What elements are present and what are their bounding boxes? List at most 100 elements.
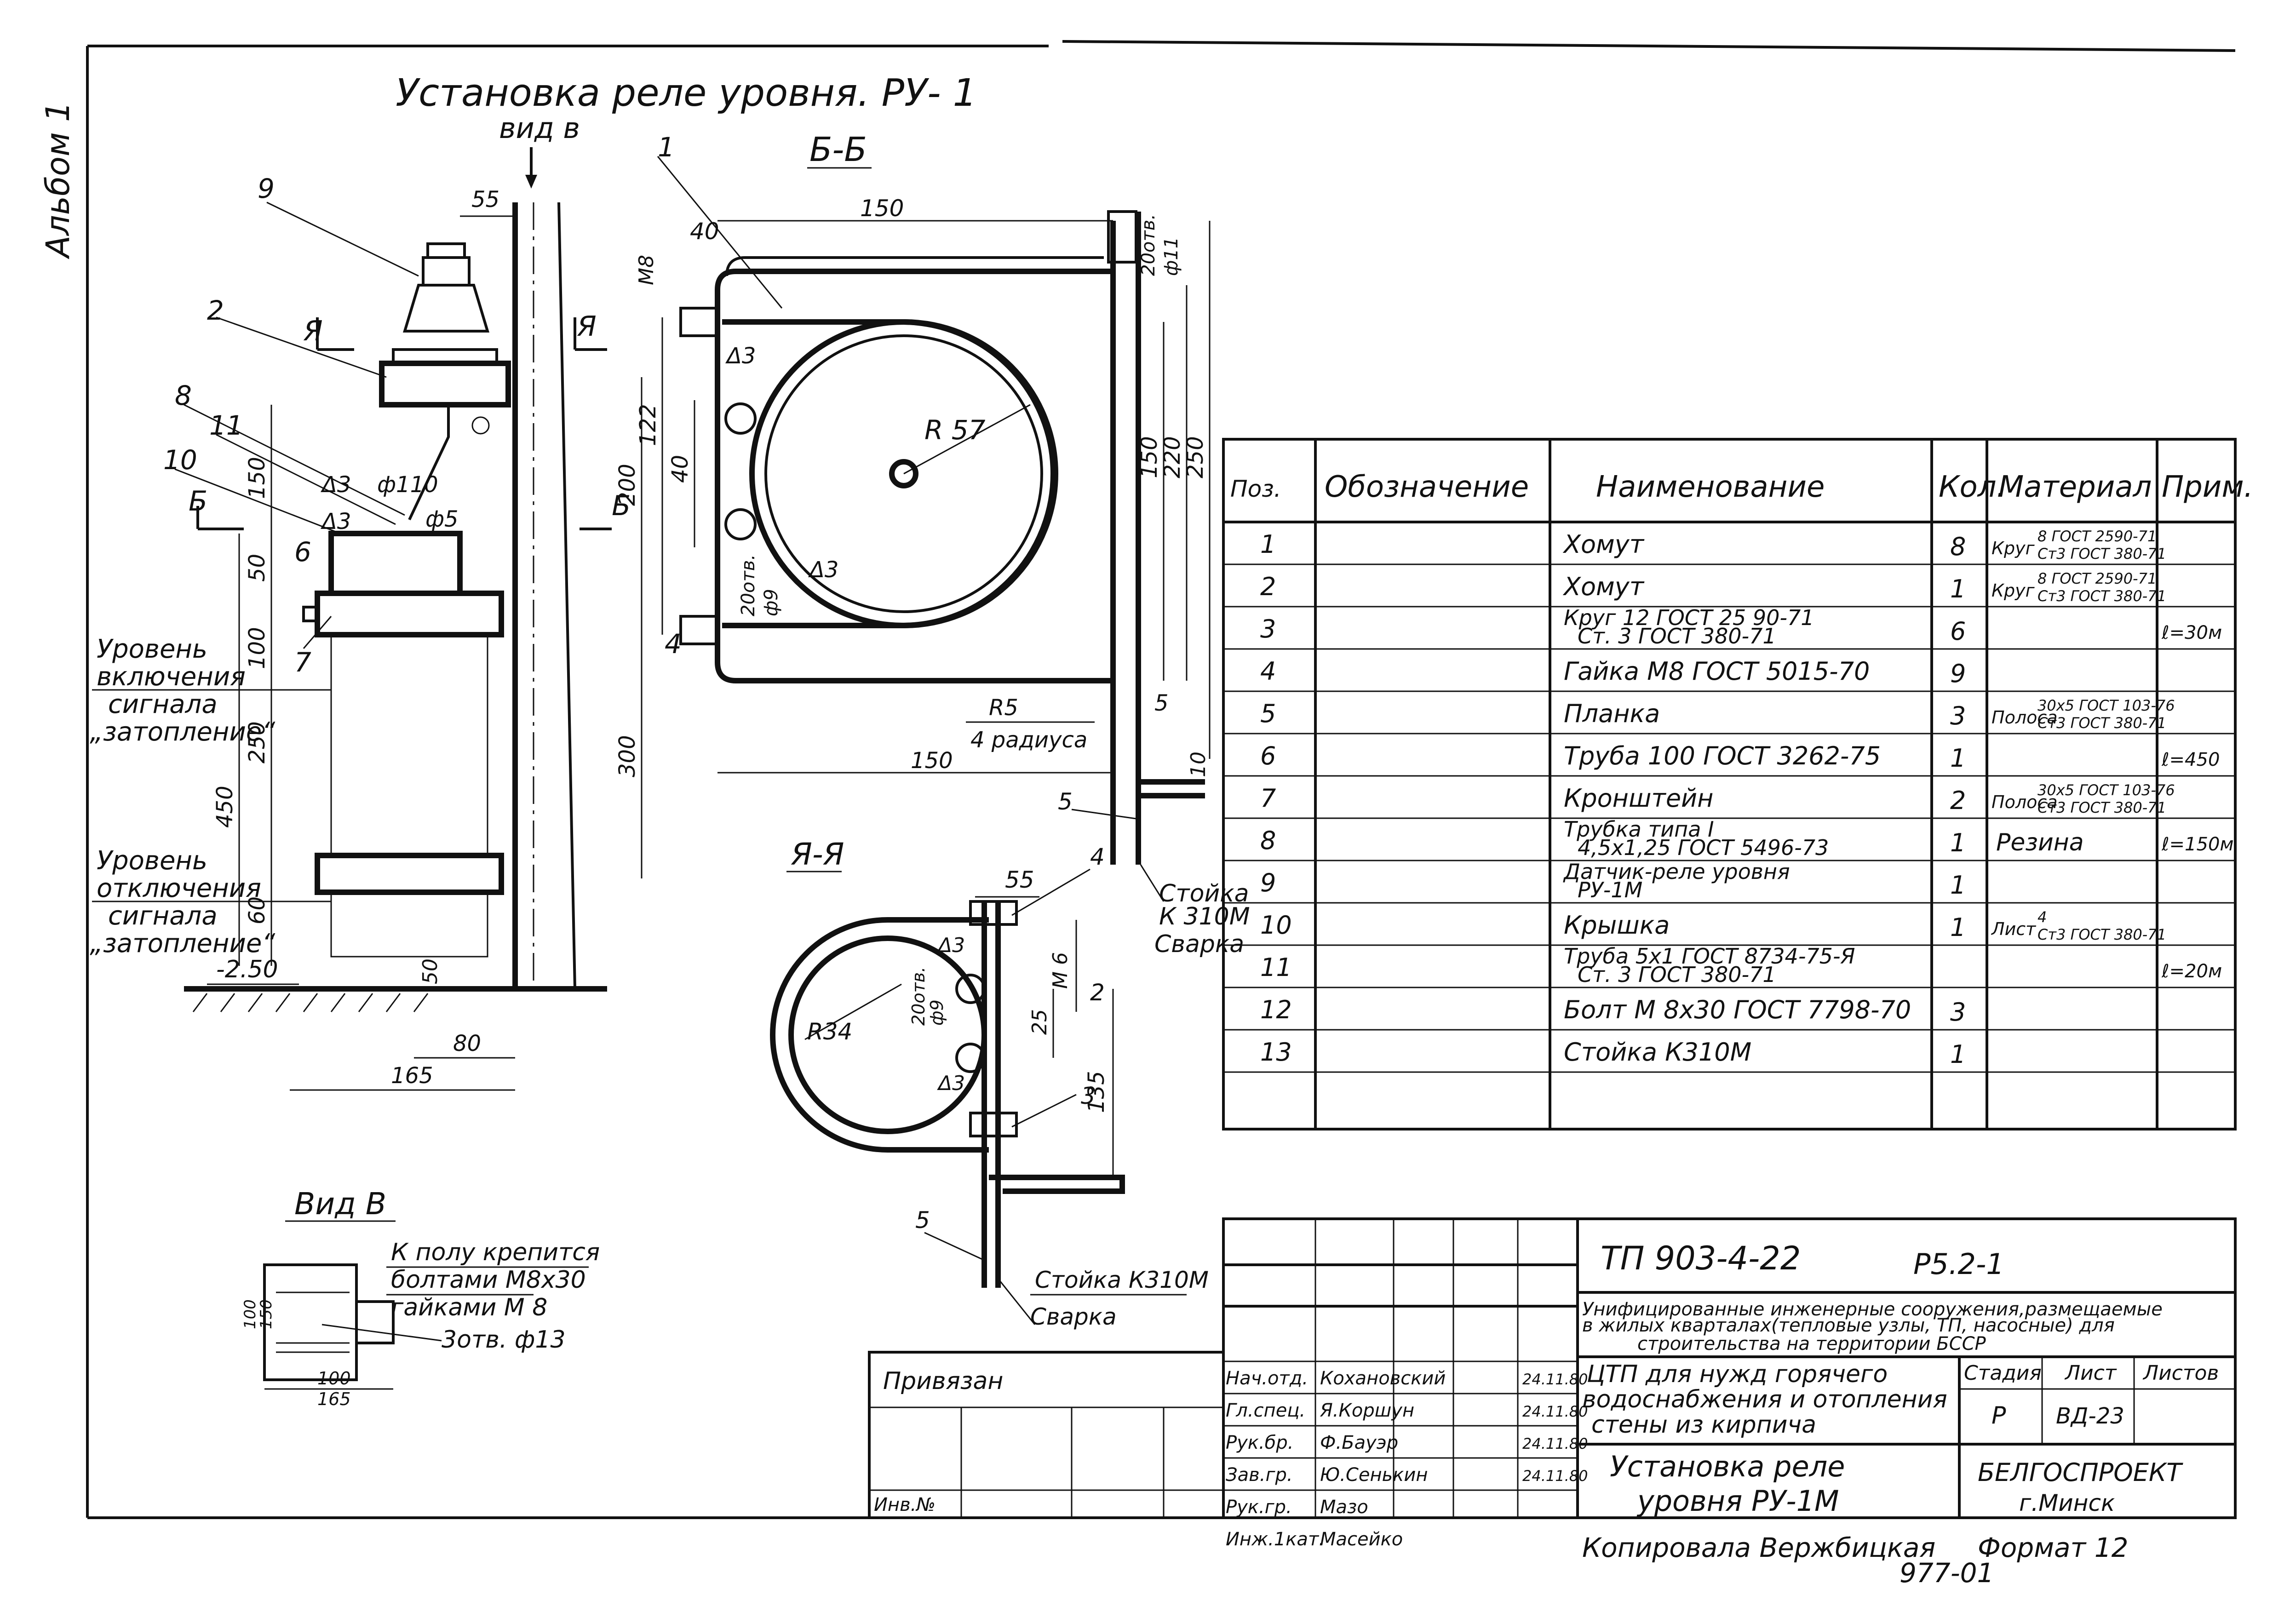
bb-dim-220: 220 [1159, 436, 1185, 478]
view-v-dim-165: 165 [317, 1389, 351, 1409]
dim-phi5: ф5 [425, 506, 459, 532]
spec-row-mat: Полоса [1992, 792, 2058, 812]
bb-dim-delta3a: Δ3 [725, 343, 756, 369]
spec-row-name-cont: Ст. 3 ГОСТ 380-71 [1578, 624, 1776, 648]
sheet-code: Р5.2-1 [1913, 1247, 2004, 1281]
bb-dim-m8: М8 [635, 255, 658, 285]
bb-label-post-type: К 310М [1159, 903, 1250, 930]
spec-row-qty: 3 [1950, 701, 1966, 730]
spec-row-pos: 5 [1260, 699, 1276, 728]
aa-dim-r34: R34 [807, 1018, 852, 1045]
dim-150: 150 [244, 457, 270, 499]
bb-callout-5: 5 [1058, 788, 1073, 815]
bb-dim-40b: 40 [667, 455, 693, 483]
spec-row-qty: 1 [1950, 574, 1966, 603]
elevation-mark: -2.50 [216, 956, 278, 983]
spec-row-name-cont: 4,5х1,25 ГОСТ 5496-73 [1578, 835, 1829, 860]
aa-dim-delta3a: Δ3 [937, 934, 965, 957]
bb-callout-1: 1 [658, 132, 675, 163]
off-level-2: отключения [97, 873, 261, 903]
aa-callout-5: 5 [915, 1207, 930, 1234]
spec-row-qty: 1 [1950, 744, 1966, 773]
dim-300: 300 [614, 735, 640, 777]
bound-label: Привязан [883, 1367, 1003, 1395]
bb-dim-150-bottom: 150 [911, 748, 953, 774]
dim-80: 80 [453, 1031, 481, 1056]
footer-copied: Копировала Вержбицкая [1582, 1532, 1935, 1563]
aa-callout-3: 3 [1081, 1083, 1096, 1109]
spec-row-note: ℓ=20м [2161, 961, 2222, 982]
spec-row-name: Труба 5х1 ГОСТ 8734-75-Я [1564, 944, 1855, 969]
project-line-3: строительства на территории БССР [1637, 1333, 1986, 1354]
dim-50b: 50 [419, 958, 442, 984]
spec-row-mat-c: Ст3 ГОСТ 380-71 [2037, 926, 2166, 943]
aa-dim-delta3b: Δ3 [937, 1072, 965, 1095]
footer-number: 977-01 [1900, 1557, 1994, 1589]
staff-date: 24.11.80 [1522, 1435, 1588, 1452]
bb-dim-r5: R5 [989, 695, 1018, 721]
staff-name: Ф.Бауэр [1320, 1432, 1398, 1453]
aa-dim-phi9: ф9 [927, 999, 947, 1026]
spec-row-mat-c: Ст3 ГОСТ 380-71 [2037, 714, 2166, 732]
spec-row-qty: 1 [1950, 828, 1966, 857]
spec-row-name: Хомут [1562, 572, 1645, 601]
section-bb-title: Б-Б [809, 130, 867, 169]
spec-row-name: Датчик-реле уровня [1563, 859, 1790, 884]
spec-row-mat: Резина [1996, 829, 2084, 856]
project-code: ТП 903-4-22 [1601, 1240, 1801, 1277]
staff-role: Инж.1кат. [1226, 1529, 1325, 1550]
spec-row-name: Болт М 8х30 ГОСТ 7798-70 [1564, 995, 1911, 1024]
spec-row-pos: 7 [1260, 784, 1276, 813]
spec-row-qty: 9 [1950, 659, 1966, 688]
cut-a-left: Я [303, 315, 323, 347]
spec-row-qty: 8 [1950, 532, 1966, 561]
spec-row-note: ℓ=30м [2161, 622, 2222, 643]
view-v-dim-100b: 100 [317, 1368, 351, 1389]
section-aa-title: Я-Я [791, 837, 844, 872]
dim-250: 250 [244, 721, 270, 763]
spec-row-mat-b: 4 [2037, 908, 2047, 926]
aa-dim-holes: 20отв. [908, 967, 929, 1026]
callout-11: 11 [209, 410, 243, 441]
project-line-2: в жилых кварталах(тепловые узлы, ТП, нас… [1582, 1315, 2115, 1336]
bb-dim-40: 40 [690, 218, 719, 245]
bb-dim-250: 250 [1182, 436, 1208, 478]
bb-dim-150-v: 150 [1136, 436, 1162, 478]
spec-row-mat-b: 30х5 ГОСТ 103-76 [2037, 697, 2175, 714]
spec-row-pos: 12 [1260, 995, 1292, 1024]
spec-header-4: Материал [1998, 470, 2152, 504]
spec-row-qty: 1 [1950, 871, 1966, 900]
spec-row-name: Трубка типа I [1564, 817, 1714, 842]
dim-50: 50 [244, 554, 270, 582]
callout-10: 10 [163, 444, 197, 476]
album-label: Альбом 1 [39, 102, 77, 259]
section-bb-view: R 57 150 40 М8 122 40 Δ3 Δ3 20отв. ф9 20… [635, 132, 1250, 958]
spec-row-mat: Круг [1992, 580, 2035, 601]
staff-role: Рук.бр. [1226, 1432, 1293, 1453]
dim-450: 450 [212, 786, 238, 828]
spec-row-pos: 8 [1260, 826, 1276, 855]
spec-row-pos: 3 [1260, 614, 1276, 643]
spec-row-pos: 10 [1260, 911, 1292, 940]
spec-row-mat: Полоса [1992, 707, 2058, 728]
spec-row-qty: 1 [1950, 1040, 1966, 1069]
staff-role: Гл.спец. [1226, 1400, 1305, 1421]
spec-row-qty: 2 [1950, 786, 1966, 815]
callout-2: 2 [207, 295, 224, 326]
aa-callout-2: 2 [1090, 979, 1105, 1006]
staff-role: Зав.гр. [1226, 1464, 1293, 1486]
spec-row-mat-c: Ст3 ГОСТ 380-71 [2037, 587, 2166, 605]
view-v-marker-label: вид в [499, 111, 580, 145]
dim-delta3b: Δ3 [320, 509, 351, 534]
drawing-name-1: Установка реле [1610, 1450, 1845, 1483]
staff-role: Рук.гр. [1226, 1497, 1292, 1518]
callout-9: 9 [258, 173, 275, 204]
section-aa-view: Я-Я R34 55 4 Δ3 М 6 20отв. ф9 25 Δ3 135 … [770, 837, 1209, 1330]
callout-8: 8 [175, 380, 192, 411]
bb-dim-phi9: ф9 [761, 589, 782, 616]
bb-dim-122: 122 [635, 404, 661, 446]
staff-date: 24.11.80 [1522, 1467, 1588, 1485]
bb-dim-holes: 20отв. [738, 554, 759, 616]
dim-200: 200 [614, 464, 640, 506]
aa-callout-4: 4 [1090, 844, 1105, 870]
